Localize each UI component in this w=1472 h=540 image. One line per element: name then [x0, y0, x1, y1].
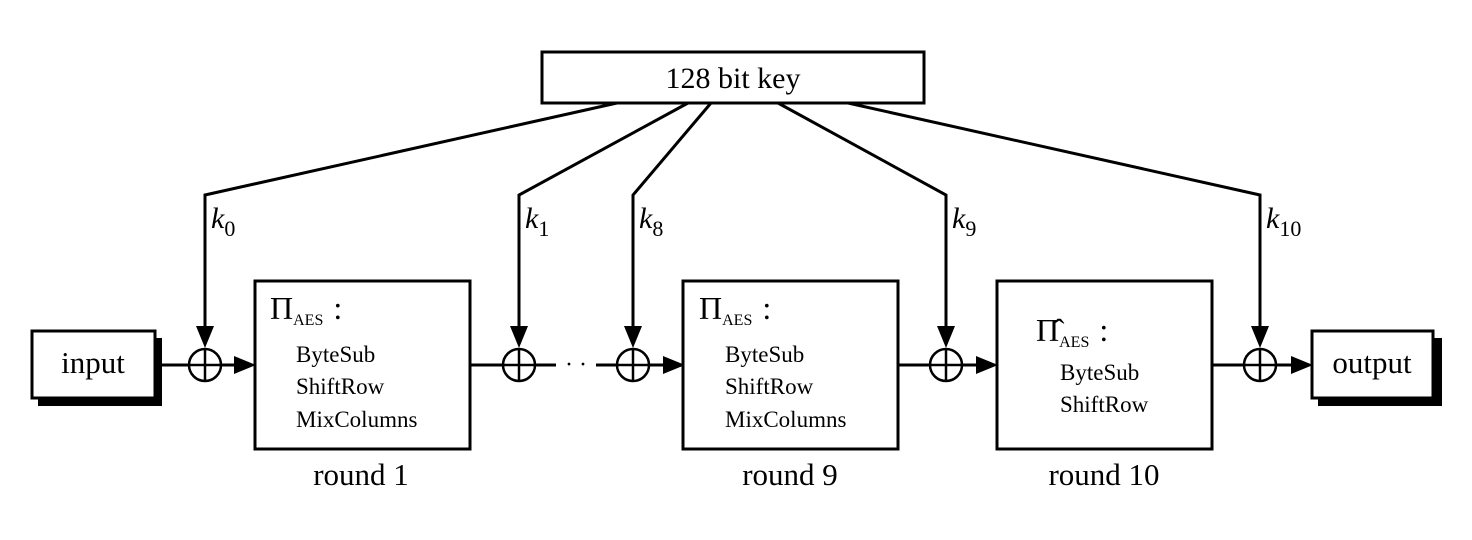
- round-step: ShiftRow: [296, 374, 385, 399]
- arrowhead-into-round-9: [663, 356, 685, 374]
- round-1-box: ΠAES: ByteSub ShiftRow MixColumns: [253, 279, 472, 451]
- key-box: 128 bit key: [540, 50, 926, 105]
- xor-k1: [501, 347, 537, 383]
- arrowhead-k9: [937, 326, 955, 348]
- round-step: ByteSub: [1060, 360, 1139, 385]
- input-box: input: [30, 329, 162, 406]
- input-label: input: [61, 345, 125, 380]
- key-box-label: 128 bit key: [666, 62, 801, 95]
- xor-k9: [928, 347, 964, 383]
- rounds-ellipsis: · ·: [565, 352, 587, 378]
- arrowhead-into-round-10: [976, 356, 998, 374]
- round-step: ByteSub: [296, 342, 375, 367]
- subkey-label-k10: k10: [1266, 202, 1301, 241]
- round-title: ΠAES:: [699, 290, 771, 329]
- subkey-labels: k0 k1 k8 k9 k10: [211, 202, 1301, 241]
- round-step: ShiftRow: [725, 374, 814, 399]
- arrowhead-k0: [196, 326, 214, 348]
- arrowhead-into-output: [1291, 356, 1313, 374]
- subkey-label-k8: k8: [639, 202, 663, 241]
- subkey-label-k1: k1: [525, 202, 549, 241]
- key-lines: [203, 101, 1262, 330]
- round-step: MixColumns: [725, 407, 846, 432]
- round-step: ByteSub: [725, 342, 804, 367]
- round-10-box: Π̂AES: ByteSub ShiftRow: [995, 279, 1214, 451]
- xor-k8: [615, 347, 651, 383]
- output-box: output: [1310, 329, 1442, 406]
- path-arrowheads: [234, 356, 1313, 374]
- round-title: ΠAES:: [270, 290, 342, 329]
- output-label: output: [1332, 345, 1412, 380]
- subkey-label-k0: k0: [211, 202, 235, 241]
- xor-k10: [1242, 347, 1278, 383]
- round-9-caption: round 9: [742, 457, 838, 492]
- arrowhead-k10: [1251, 326, 1269, 348]
- round-1-caption: round 1: [313, 457, 409, 492]
- subkey-label-k9: k9: [952, 202, 976, 241]
- round-9-box: ΠAES: ByteSub ShiftRow MixColumns: [681, 279, 900, 451]
- arrowhead-into-round-1: [234, 356, 256, 374]
- round-step: ShiftRow: [1060, 392, 1149, 417]
- arrowhead-k1: [510, 326, 528, 348]
- xor-k0: [187, 347, 223, 383]
- round-step: MixColumns: [296, 407, 417, 432]
- round-10-caption: round 10: [1048, 457, 1159, 492]
- key-arrowheads: [196, 326, 1269, 348]
- arrowhead-k8: [624, 326, 642, 348]
